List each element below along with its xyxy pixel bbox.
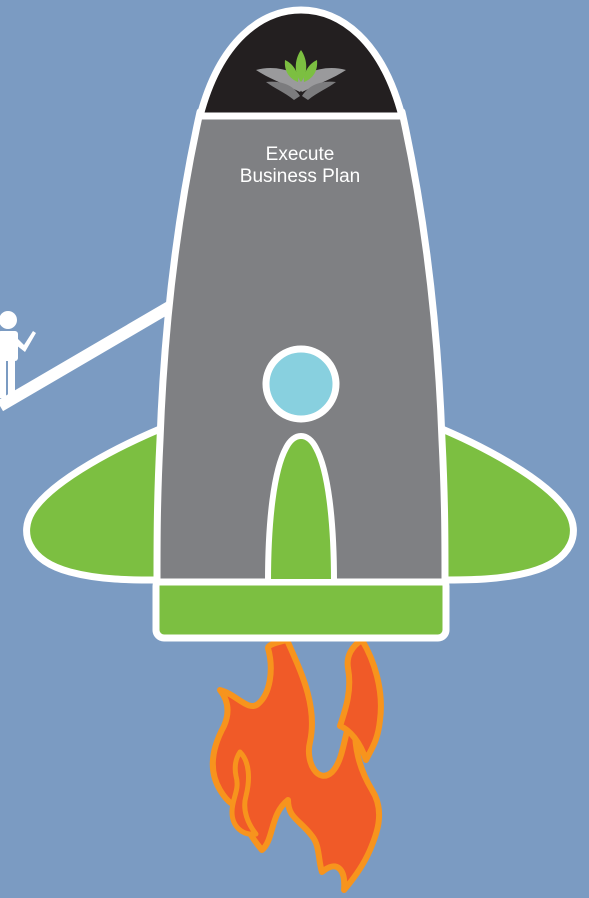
rocket-bottom-band bbox=[152, 574, 450, 642]
rocket-window bbox=[262, 345, 340, 423]
person-pointing-icon bbox=[0, 311, 36, 398]
leaf-wings-logo-icon bbox=[256, 50, 346, 100]
flame-inner bbox=[337, 637, 384, 763]
path-line bbox=[0, 286, 199, 412]
rocket-label: Execute Business Plan bbox=[200, 144, 400, 188]
rocket-label-line-2: Business Plan bbox=[239, 166, 361, 187]
right-fin bbox=[426, 420, 577, 584]
rocket-flames bbox=[209, 637, 384, 893]
flame-small bbox=[229, 749, 259, 837]
center-fin bbox=[265, 433, 337, 585]
rocket-label-line-1: Execute bbox=[265, 144, 335, 165]
left-fin bbox=[23, 420, 176, 584]
